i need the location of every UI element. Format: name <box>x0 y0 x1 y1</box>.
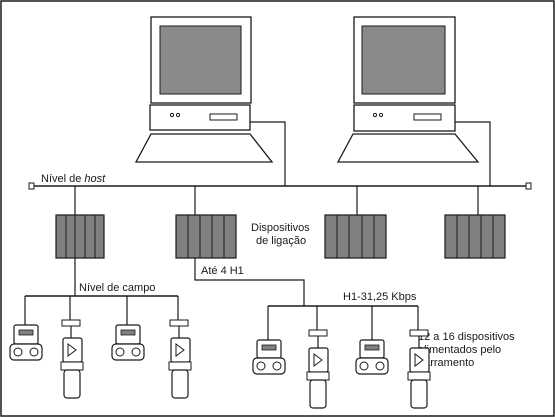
field-level-label: Nível de campo <box>79 282 155 294</box>
flange-icon <box>29 347 39 357</box>
powered-devices-label-line2: alimentados pelo <box>418 344 501 356</box>
powered-devices-label-line1: 12 a 16 dispositivos <box>418 331 515 343</box>
control-valve-device <box>306 329 330 409</box>
linking-device-1 <box>55 214 105 259</box>
host-cable-left <box>250 121 286 186</box>
flange-icon <box>272 361 282 371</box>
bus-terminator-right <box>525 182 532 190</box>
flange-icon <box>13 347 23 357</box>
valve-yoke <box>306 371 330 381</box>
linking-devices-label-line1: Dispositivos <box>251 222 310 234</box>
led-icon <box>372 112 378 118</box>
h1-speed-label: H1-31,25 Kbps <box>343 291 417 303</box>
display-window <box>364 344 380 351</box>
flange-icon <box>131 347 141 357</box>
flange-icon <box>375 361 385 371</box>
flange-icon <box>359 361 369 371</box>
flange-icon <box>256 361 266 371</box>
display-window <box>261 344 277 351</box>
valve-body <box>410 379 428 409</box>
powered-devices-label-line3: barramento <box>418 357 474 369</box>
display-window <box>18 329 34 336</box>
host-computer-left <box>134 16 274 163</box>
transmitter-device <box>252 339 286 375</box>
transmitter-device <box>355 339 389 375</box>
linking-device-3 <box>324 214 387 259</box>
valve-icon <box>67 343 77 357</box>
valve-icon <box>175 343 185 357</box>
led-icon <box>175 112 181 118</box>
control-valve-device <box>60 319 84 399</box>
host-level-label: Nível de host <box>41 173 106 185</box>
valve-actuator-top <box>308 329 328 337</box>
host-cable-right <box>455 121 491 186</box>
transmitter-device <box>9 324 43 361</box>
led-icon <box>378 112 384 118</box>
gateway-rack <box>55 214 105 259</box>
gateway-rack <box>444 214 506 259</box>
monitor-screen <box>361 25 446 95</box>
control-valve-device <box>168 319 192 399</box>
h1-trunk-line <box>194 258 305 306</box>
linking-device-2 <box>175 214 237 259</box>
keyboard <box>336 133 480 163</box>
drive-slot <box>209 113 238 121</box>
valve-body <box>171 369 189 399</box>
valve-yoke <box>60 361 84 371</box>
valve-icon <box>313 353 323 367</box>
gateway-rack <box>324 214 387 259</box>
monitor-screen <box>159 25 242 95</box>
valve-actuator-top <box>61 319 81 327</box>
led-icon <box>169 112 175 118</box>
linking-devices-label-line2: de ligação <box>256 235 306 247</box>
valve-icon <box>414 353 424 367</box>
gateway-rack <box>175 214 237 259</box>
display-window <box>120 329 136 336</box>
valve-actuator-top <box>169 319 189 327</box>
linking-device-4 <box>444 214 506 259</box>
flange-icon <box>115 347 125 357</box>
keyboard <box>134 133 274 163</box>
bus-terminator-left <box>28 182 35 190</box>
cpu-unit <box>149 104 251 131</box>
valve-yoke <box>407 371 431 381</box>
drive-slot <box>413 113 442 121</box>
cpu-unit <box>353 104 456 132</box>
valve-yoke <box>168 361 192 371</box>
host-computer-right <box>336 16 480 163</box>
control-valve-device <box>407 329 431 409</box>
valve-actuator-top <box>409 329 429 337</box>
valve-body <box>63 369 81 399</box>
transmitter-device <box>111 324 145 361</box>
up-to-h1-label: Até 4 H1 <box>201 265 244 277</box>
valve-body <box>309 379 327 409</box>
